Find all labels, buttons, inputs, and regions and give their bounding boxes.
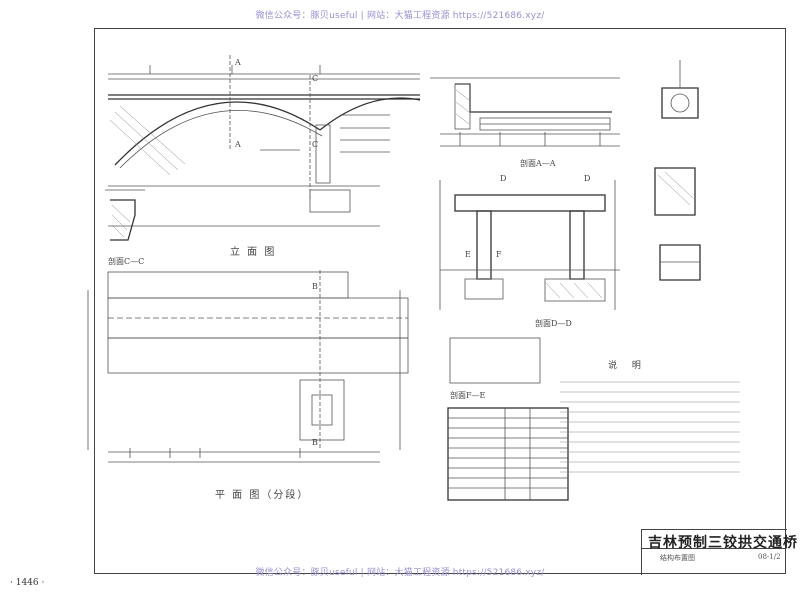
watermark-top: 微信公众号：豚贝useful | 网站：大猫工程资源 https://52168…	[255, 11, 545, 21]
quantity-table	[447, 337, 569, 501]
cut-mark-f: F	[496, 250, 502, 259]
cut-mark-d-left: D	[500, 174, 507, 183]
section-fe-label: 剖面F—E	[450, 391, 486, 400]
notes-lines	[560, 381, 740, 473]
cut-mark-c-top: C	[312, 74, 319, 83]
page-number: · 1446 ·	[10, 578, 45, 588]
drawing-subtitle: 结构布置图	[660, 554, 695, 562]
title-block-divider	[641, 548, 786, 549]
elevation-view	[108, 55, 421, 227]
detail-views	[654, 60, 701, 281]
notes-title: 说 明	[608, 361, 647, 371]
cut-mark-c-bottom: C	[312, 140, 319, 149]
drawing-title: 吉林预制三铰拱交通桥	[648, 535, 798, 551]
plan-label: 平 面 图（分段）	[215, 490, 310, 501]
section-cc-label: 剖面C—C	[108, 257, 145, 266]
title-block	[641, 529, 787, 575]
section-dd-view	[439, 180, 620, 310]
drawing-sheet-border	[94, 28, 786, 574]
cut-mark-e: E	[465, 250, 471, 259]
drawing-number: 08-1/2	[758, 553, 781, 561]
section-cc-view	[105, 189, 145, 241]
watermark-bottom: 微信公众号：豚贝useful | 网站：大猫工程资源 https://52168…	[255, 568, 545, 578]
elevation-label: 立 面 图	[230, 247, 277, 258]
cut-mark-a-top: A	[235, 58, 241, 67]
cut-mark-d-right: D	[584, 174, 591, 183]
section-aa-view	[430, 77, 620, 147]
cut-mark-b-top: B	[312, 282, 318, 291]
cut-mark-a-bottom: A	[235, 140, 241, 149]
section-aa-label: 剖面A—A	[520, 159, 556, 168]
plan-view	[87, 270, 409, 463]
cut-mark-b-bottom: B	[312, 438, 318, 447]
section-dd-label: 剖面D—D	[535, 319, 572, 328]
